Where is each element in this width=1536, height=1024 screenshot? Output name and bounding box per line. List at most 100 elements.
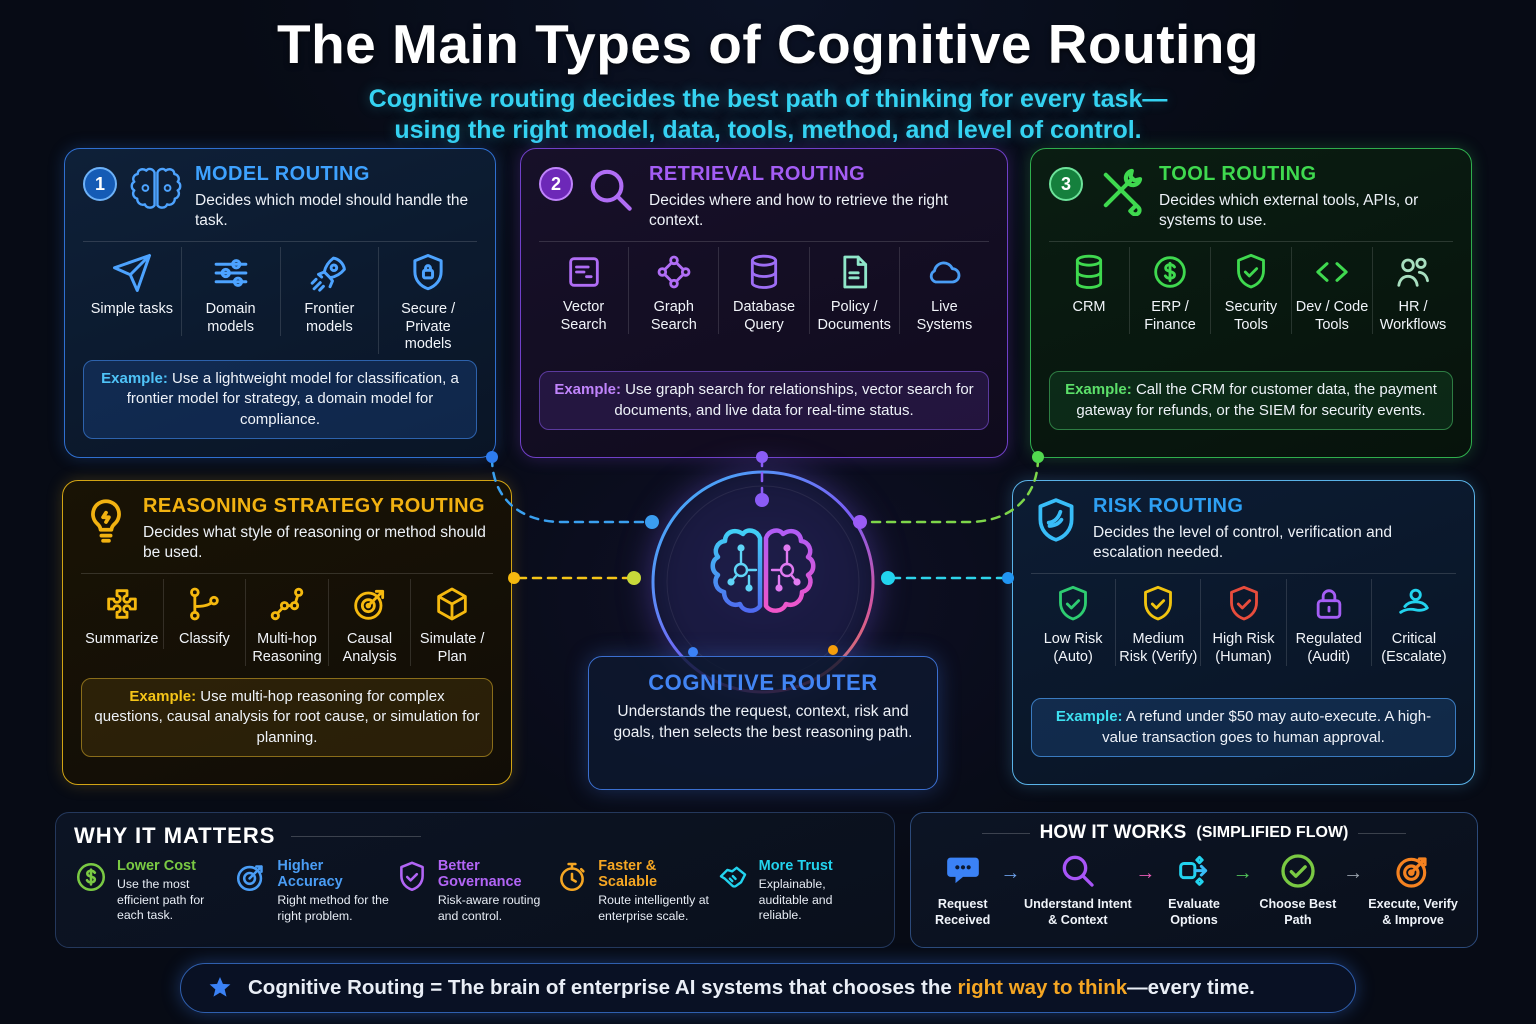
icon-grid: Low Risk (Auto) Medium Risk (Verify) Hig… xyxy=(1031,578,1456,692)
divider xyxy=(83,240,477,242)
grid-item: Graph Search xyxy=(628,246,718,335)
card-description: Decides where and how to retrieve the ri… xyxy=(649,192,948,230)
divider xyxy=(1049,240,1453,242)
example-box: Example: Call the CRM for customer data,… xyxy=(1049,371,1453,430)
grid-item: Classify xyxy=(162,578,246,649)
grid-item: Policy / Documents xyxy=(808,246,899,335)
why-item-title: Lower Cost xyxy=(117,858,196,874)
icon-grid: CRM ERP / Finance Security Tools Dev / C… xyxy=(1049,246,1453,365)
why-item: Higher Accuracy Right method for the rig… xyxy=(234,858,394,924)
card-title: RISK ROUTING xyxy=(1093,495,1244,517)
shield-check-icon xyxy=(395,858,429,894)
cloud-icon xyxy=(924,252,964,292)
why-item-text: Better Governance Risk-aware routing and… xyxy=(438,858,551,924)
how-step-label: Request Received xyxy=(935,897,991,927)
branch-icon xyxy=(184,584,224,624)
example-box: Example: A refund under $50 may auto-exe… xyxy=(1031,698,1456,757)
grid-item: Frontier models xyxy=(279,246,379,337)
grid-item-label: Secure / Private models xyxy=(401,300,456,353)
divider xyxy=(81,572,493,574)
grid-item: Live Systems xyxy=(898,246,989,335)
people-escalate-icon xyxy=(1394,584,1434,624)
target-arrow-icon xyxy=(1393,851,1433,891)
example-box: Example: Use multi-hop reasoning for com… xyxy=(81,677,493,757)
star-icon xyxy=(207,975,233,1001)
tool-routing-card: 3 TOOL ROUTING Decides which external to… xyxy=(1030,148,1472,458)
divider xyxy=(539,240,989,242)
dollar-circle-icon xyxy=(74,858,108,894)
subtitle-line-1: Cognitive routing decides the best path … xyxy=(368,85,1168,113)
retrieval-routing-card: 2 RETRIEVAL ROUTING Decides where and ho… xyxy=(520,148,1008,458)
grid-item: Critical (Escalate) xyxy=(1370,578,1456,667)
magnifier-icon xyxy=(1058,851,1098,891)
why-item-desc: Route intelligently at enterprise scale. xyxy=(598,893,709,923)
rocket-icon xyxy=(308,252,350,294)
grid-item: ERP / Finance xyxy=(1129,246,1210,335)
grid-item-label: Medium Risk (Verify) xyxy=(1119,630,1198,665)
grid-item: Secure / Private models xyxy=(378,246,477,354)
stopwatch-icon xyxy=(555,858,589,894)
grid-item: Dev / Code Tools xyxy=(1291,246,1372,335)
card-header-text: TOOL ROUTING Decides which external tool… xyxy=(1159,163,1453,232)
grid-item-label: Regulated (Audit) xyxy=(1295,630,1362,665)
example-text: Call the CRM for customer data, the paym… xyxy=(1076,381,1437,419)
grid-item-label: Frontier models xyxy=(304,300,355,335)
why-item-title: Higher Accuracy xyxy=(277,858,343,890)
subtitle-line-2: using the right model, data, tools, meth… xyxy=(394,116,1142,145)
lightbulb-icon xyxy=(81,496,131,546)
grid-item-label: Simulate / Plan xyxy=(419,630,485,665)
why-item-text: Lower Cost Use the most efficient path f… xyxy=(117,858,230,924)
code-icon xyxy=(1312,252,1352,292)
grid-item-label: Vector Search xyxy=(560,298,607,333)
card-header: 3 TOOL ROUTING Decides which external to… xyxy=(1049,163,1453,232)
why-item-title: More Trust xyxy=(758,858,833,874)
example-label: Example: xyxy=(129,687,197,705)
shield-lock-icon xyxy=(407,252,449,294)
card-description: Decides which model should handle the ta… xyxy=(195,192,469,230)
page-subtitle: Cognitive routing decides the best path … xyxy=(0,84,1536,147)
why-item-text: Faster & Scalable Route intelligently at… xyxy=(598,858,711,924)
grid-item-label: Dev / Code Tools xyxy=(1295,298,1369,333)
why-it-matters-panel: WHY IT MATTERS Lower Cost Use the most e… xyxy=(55,812,895,948)
example-box: Example: Use a lightweight model for cla… xyxy=(83,359,477,440)
grid-item: CRM xyxy=(1049,247,1129,317)
divider xyxy=(1031,572,1456,574)
card-title: MODEL ROUTING xyxy=(195,163,370,185)
card-header: REASONING STRATEGY ROUTING Decides what … xyxy=(81,495,493,564)
database-icon xyxy=(744,252,784,292)
why-item-text: More Trust Explainable, auditable and re… xyxy=(759,858,872,924)
document-icon xyxy=(834,252,874,292)
dollar-circle-icon xyxy=(1150,252,1190,292)
how-step-label: Evaluate Options xyxy=(1168,897,1220,927)
grid-item-label: High Risk (Human) xyxy=(1212,630,1275,665)
why-item-desc: Risk-aware routing and control. xyxy=(437,893,541,923)
grid-item: Simple tasks xyxy=(83,247,181,319)
card-title: REASONING STRATEGY ROUTING xyxy=(143,495,485,517)
shield-leaf-icon xyxy=(1031,496,1081,546)
grid-item: High Risk (Human) xyxy=(1200,578,1285,667)
example-text: Use graph search for relationships, vect… xyxy=(614,381,974,419)
grid-item: Security Tools xyxy=(1210,246,1291,335)
number-badge: 2 xyxy=(539,167,573,201)
how-step-label: Choose Best Path xyxy=(1259,897,1337,927)
how-title-suffix: (SIMPLIFIED FLOW) xyxy=(1196,824,1349,841)
target-icon xyxy=(234,858,268,894)
grid-item-label: Graph Search xyxy=(650,298,697,333)
example-label: Example: xyxy=(1055,708,1123,726)
magnifier-icon xyxy=(585,164,637,216)
grid-item-label: Database Query xyxy=(732,298,796,333)
example-text: Use multi-hop reasoning for complex ques… xyxy=(94,687,480,746)
card-header-text: MODEL ROUTING Decides which model should… xyxy=(195,163,477,232)
grid-item: Medium Risk (Verify) xyxy=(1115,578,1200,667)
grid-item: HR / Workflows xyxy=(1372,246,1453,335)
how-step: Understand Intent & Context xyxy=(1020,851,1135,928)
icon-grid: Simple tasks Domain models Frontier mode… xyxy=(83,246,477,354)
grid-item: Multi-hop Reasoning xyxy=(245,578,328,667)
why-item-title: Faster & Scalable xyxy=(598,858,658,890)
grid-item: Database Query xyxy=(718,246,808,335)
grid-item: Domain models xyxy=(180,246,280,337)
example-label: Example: xyxy=(554,381,622,399)
grid-item: Regulated (Audit) xyxy=(1285,578,1371,667)
target-arrow-icon xyxy=(350,584,390,624)
arrow-icon: → xyxy=(1000,862,1021,884)
